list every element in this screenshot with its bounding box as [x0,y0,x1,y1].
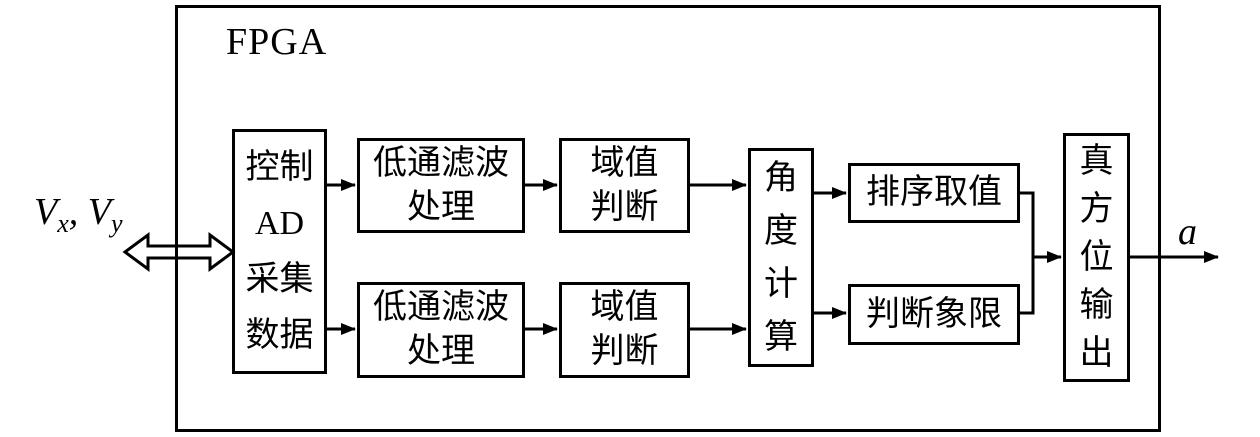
block-sort-select-line: 排序取值 [866,174,1002,211]
block-ad-acquisition-line: 数据 [245,316,314,354]
block-angle-calculation-line: 度 [764,212,798,250]
input-v1: V [34,191,58,233]
block-true-azimuth-output-line: 位 [1079,238,1114,276]
output-signal-label: a [1178,211,1197,253]
input-v2: V [87,191,111,233]
block-threshold-judge-top-line: 域值 [590,144,659,182]
block-true-azimuth-output: 真 方 位 输 出 [1063,133,1130,382]
block-true-azimuth-output-line: 出 [1079,334,1114,372]
block-true-azimuth-output-line: 方 [1079,190,1114,228]
input-v2-subscript: y [110,209,123,238]
block-ad-acquisition-line: AD [254,204,305,242]
block-lowpass-filter-top: 低通滤波 处理 [357,138,525,233]
block-threshold-judge-bottom: 域值 判断 [559,282,690,378]
input-separator: , [68,191,88,233]
block-lowpass-filter-bottom: 低通滤波 处理 [357,282,525,378]
block-angle-calculation-line: 算 [764,318,798,356]
block-quadrant-judge: 判断象限 [848,284,1020,345]
block-threshold-judge-bottom-line: 域值 [590,289,659,326]
block-sort-select: 排序取值 [848,163,1020,223]
block-quadrant-judge-line: 判断象限 [866,295,1002,333]
block-angle-calculation: 角 度 计 算 [748,148,814,367]
block-true-azimuth-output-line: 输 [1079,286,1114,324]
block-angle-calculation-line: 计 [764,265,798,303]
input-signal-label: Vx, Vy [34,190,123,237]
block-ad-acquisition-line: 控制 [245,148,314,186]
block-lowpass-filter-top-line: 处理 [407,188,475,226]
block-lowpass-filter-bottom-line: 低通滤波 [373,289,509,326]
block-angle-calculation-line: 角 [764,159,798,197]
block-threshold-judge-bottom-line: 判断 [590,333,659,370]
block-lowpass-filter-bottom-line: 处理 [407,333,475,370]
block-threshold-judge-top: 域值 判断 [559,138,690,233]
fpga-label: FPGA [226,21,328,63]
block-ad-acquisition: 控制 AD 采集 数据 [232,129,327,374]
input-v1-subscript: x [57,209,69,238]
block-ad-acquisition-line: 采集 [245,260,314,298]
block-true-azimuth-output-line: 真 [1079,142,1114,180]
block-threshold-judge-top-line: 判断 [590,188,659,226]
block-lowpass-filter-top-line: 低通滤波 [373,144,509,182]
fpga-boundary-box [175,5,1161,432]
